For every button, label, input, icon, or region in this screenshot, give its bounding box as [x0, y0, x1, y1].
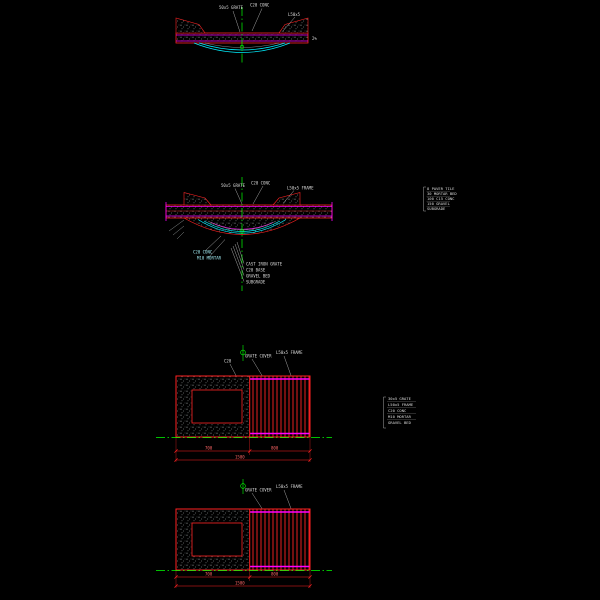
label-conc: C20 CONC	[250, 3, 270, 8]
label-grate-cover: GRATE COVER	[245, 354, 272, 359]
legend-line: C20 CONC	[388, 408, 406, 413]
dim-left: 700	[205, 572, 213, 577]
dimension-group	[174, 571, 312, 588]
water-line	[204, 42, 280, 48]
leader-lines	[204, 185, 295, 282]
plan-view-2: GRATE COVER L50x5 FRAME 700 800 1500	[156, 479, 332, 588]
section-detail-small: 50x5 GRATE C20 CONC L50x5 2%	[175, 3, 317, 64]
legend-line: L50x5 FRAME	[388, 402, 414, 407]
legend-block: 30x5 GRATE L50x5 FRAME C20 CONC M10 MORT…	[383, 396, 416, 429]
plan-view-1: GRATE COVER L50x5 FRAME C20 700 800 1500…	[156, 345, 416, 462]
label-grate-cover: GRATE COVER	[245, 488, 272, 493]
left-curb	[183, 192, 212, 206]
center-mark	[239, 44, 245, 50]
plan-outline	[175, 375, 311, 438]
callout-1: C20 CONC	[193, 250, 213, 255]
right-curb	[278, 17, 309, 34]
note-line: 150 GRAVEL	[427, 201, 451, 206]
left-curb	[175, 17, 206, 34]
embankment-hatch	[168, 219, 185, 240]
dim-left: 700	[205, 446, 213, 451]
center-mark	[239, 229, 245, 234]
channel-opening	[191, 389, 243, 424]
note-line: 100 C15 CONC	[427, 196, 454, 201]
callout-3: CAST IRON GRATE	[246, 262, 283, 267]
label-frame: L50x5 FRAME	[276, 350, 303, 355]
dim-total: 1500	[235, 455, 245, 460]
label-conc: C20	[224, 359, 232, 364]
legend-bracket	[383, 396, 386, 429]
channel-outer-arc	[193, 42, 291, 53]
channel-opening	[191, 522, 243, 557]
notes-block: 8 PAVER TILE 30 MORTAR BED 100 C15 CONC …	[423, 186, 457, 212]
legend-line: M10 MORTAR	[388, 414, 412, 419]
label-grate: 50x5 GRATE	[219, 5, 244, 10]
dim-right: 800	[271, 446, 279, 451]
label-conc: C20 CONC	[251, 181, 271, 186]
dimension-group	[174, 438, 312, 462]
label-frame: L50x5 FRAME	[276, 484, 303, 489]
dim-total: 1500	[235, 581, 245, 586]
note-line: SUBGRADE	[427, 206, 446, 211]
center-mark	[240, 483, 246, 489]
label-frame: L50x5 FRAME	[287, 186, 314, 191]
note-line: 30 MORTAR BED	[427, 191, 457, 196]
callout-2: M10 MORTAR	[197, 256, 222, 261]
grate-area	[250, 376, 310, 437]
callout-6: SUBGRADE	[246, 280, 266, 285]
notes-bracket	[423, 186, 426, 212]
legend-line: 30x5 GRATE	[388, 396, 412, 401]
label-grate: 50x5 GRATE	[221, 183, 246, 188]
leader-lines	[251, 489, 292, 509]
note-line: 8 PAVER TILE	[427, 186, 455, 191]
label-slope: 2%	[312, 36, 317, 41]
dim-right: 800	[271, 572, 279, 577]
plan-outline	[175, 508, 311, 571]
leader-lines	[229, 355, 292, 376]
callout-5: GRAVEL BED	[246, 274, 271, 279]
channel-outer-arc	[197, 219, 287, 234]
callout-4: C20 BASE	[246, 268, 266, 273]
section-detail-large: 50x5 GRATE C20 CONC L50x5 FRAME C20 CONC…	[165, 177, 457, 291]
grate-area	[250, 509, 310, 570]
label-frame: L50x5	[288, 12, 301, 17]
center-mark	[240, 349, 246, 356]
right-curb	[272, 192, 301, 206]
legend-line: GRAVEL BED	[388, 420, 412, 425]
leader-lines	[232, 8, 296, 33]
